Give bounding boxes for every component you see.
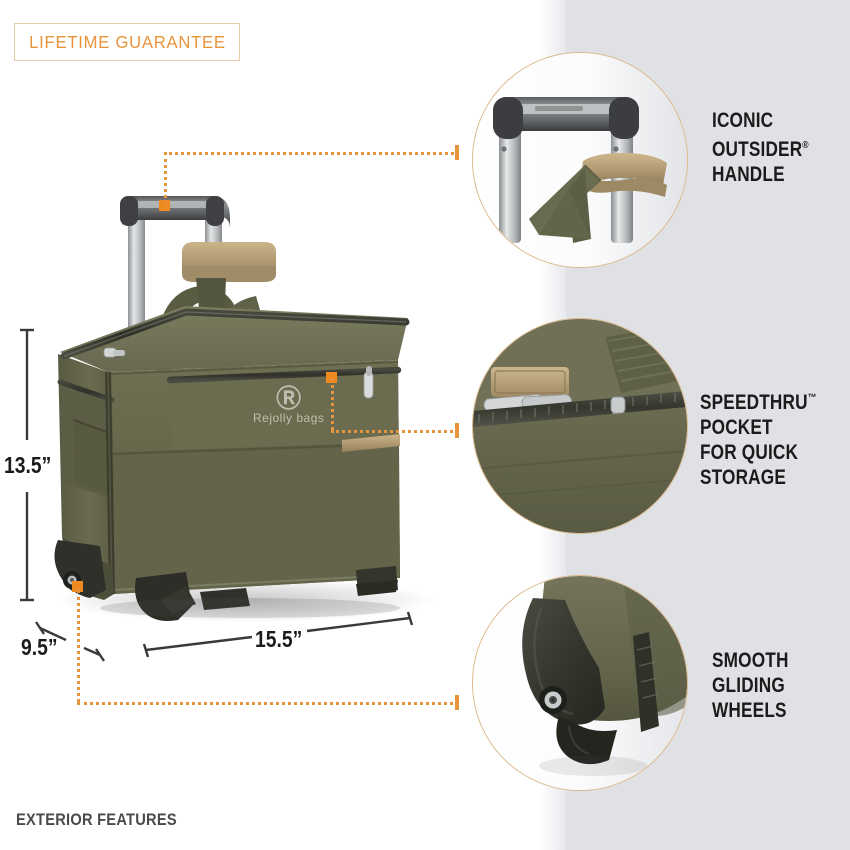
feature3-line1: SMOOTH <box>712 649 789 672</box>
registered-trademark-icon: ® <box>802 139 809 151</box>
dimension-height-label: 13.5” <box>4 452 52 478</box>
callout-line-handle-vertical <box>164 152 167 204</box>
feature2-line4: STORAGE <box>700 466 786 489</box>
callout-tick-pocket <box>455 423 459 438</box>
feature2-line3: FOR QUICK <box>700 441 799 464</box>
dimension-width-label: 15.5” <box>255 626 303 652</box>
detail-image-wheels <box>473 576 687 790</box>
callout-line-wheels-horizontal <box>77 702 459 705</box>
feature1-line2: OUTSIDER® <box>712 138 809 161</box>
detail-image-handle <box>473 53 687 267</box>
feature3-line3: WHEELS <box>712 699 787 722</box>
detail-image-pocket <box>473 319 687 533</box>
feature-label-speedthru-pocket: SPEEDTHRU™ POCKET FOR QUICK STORAGE <box>700 386 816 490</box>
trademark-icon: ™ <box>807 392 817 404</box>
lifetime-guarantee-badge: LIFETIME GUARANTEE <box>14 23 240 61</box>
detail-circle-speedthru-pocket <box>472 318 688 534</box>
feature-label-iconic-outsider-handle: ICONIC OUTSIDER® HANDLE <box>712 108 809 187</box>
feature1-line1: ICONIC <box>712 109 774 132</box>
feature2-line2: POCKET <box>700 416 773 439</box>
callout-line-pocket-vertical <box>331 378 334 430</box>
callout-marker-handle <box>159 200 170 211</box>
callout-tick-handle <box>455 145 459 160</box>
dimension-depth-label: 9.5” <box>21 634 58 660</box>
lifetime-guarantee-label: LIFETIME GUARANTEE <box>28 31 226 52</box>
exterior-features-label: EXTERIOR FEATURES <box>16 810 177 829</box>
feature1-line3: HANDLE <box>712 163 785 186</box>
callout-line-pocket-horizontal <box>331 430 459 433</box>
feature3-line2: GLIDING <box>712 674 785 697</box>
feature-label-smooth-gliding-wheels: SMOOTH GLIDING WHEELS <box>712 648 789 723</box>
callout-marker-pocket <box>326 372 337 383</box>
callout-marker-wheels <box>72 581 83 592</box>
detail-circle-iconic-outsider-handle <box>472 52 688 268</box>
detail-circle-smooth-gliding-wheels <box>472 575 688 791</box>
feature2-line1: SPEEDTHRU™ <box>700 391 817 414</box>
callout-line-wheels-vertical <box>77 590 80 702</box>
callout-tick-wheels <box>455 695 459 710</box>
callout-line-handle-horizontal <box>164 152 459 155</box>
